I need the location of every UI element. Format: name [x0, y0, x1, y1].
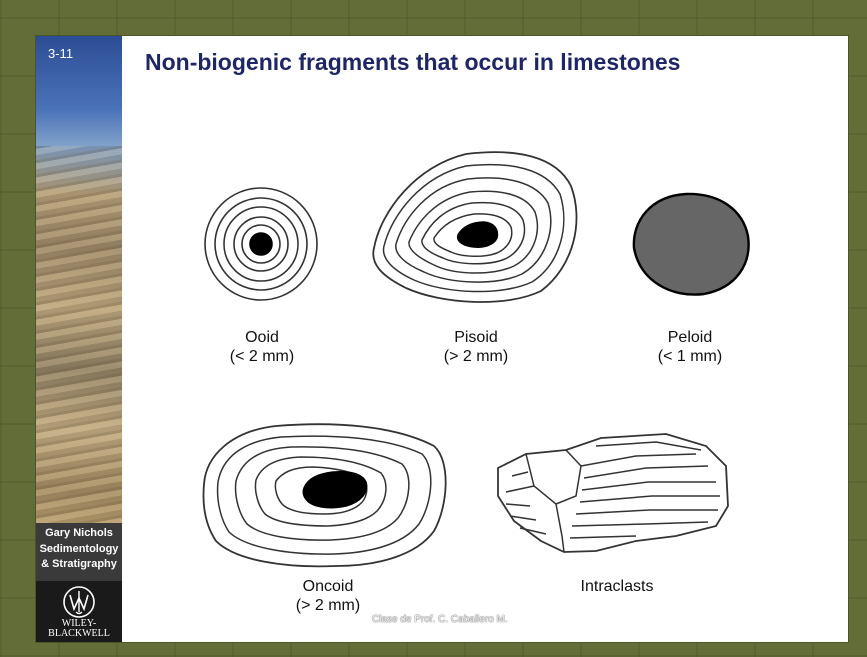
- ooid-name: Ooid: [214, 328, 310, 347]
- oncoid-name: Oncoid: [280, 577, 376, 596]
- credit-watermark: Clase de Prof. C. Caballero M.: [372, 614, 508, 625]
- slide: 3-11 Gary Nichols Sedimentology & Strati…: [36, 36, 848, 642]
- oncoid-label: Oncoid (> 2 mm): [280, 577, 376, 615]
- peloid-figure: [634, 194, 749, 295]
- oncoid-nucleus: [303, 472, 366, 508]
- peloid-label: Peloid (< 1 mm): [642, 328, 738, 366]
- intraclasts-label: Intraclasts: [562, 577, 672, 596]
- ooid-figure: [205, 188, 317, 300]
- peloid-size: (< 1 mm): [642, 347, 738, 366]
- peloid-name: Peloid: [642, 328, 738, 347]
- pisoid-nucleus: [458, 222, 498, 247]
- pisoid-name: Pisoid: [428, 328, 524, 347]
- oncoid-size: (> 2 mm): [280, 596, 376, 615]
- pisoid-label: Pisoid (> 2 mm): [428, 328, 524, 366]
- ooid-size: (< 2 mm): [214, 347, 310, 366]
- intraclasts-figure: [498, 434, 728, 552]
- pisoid-size: (> 2 mm): [428, 347, 524, 366]
- intraclasts-name: Intraclasts: [562, 577, 672, 596]
- ooid-label: Ooid (< 2 mm): [214, 328, 310, 366]
- ooid-nucleus: [250, 233, 272, 255]
- oncoid-figure: [204, 424, 446, 566]
- pisoid-figure: [373, 152, 576, 302]
